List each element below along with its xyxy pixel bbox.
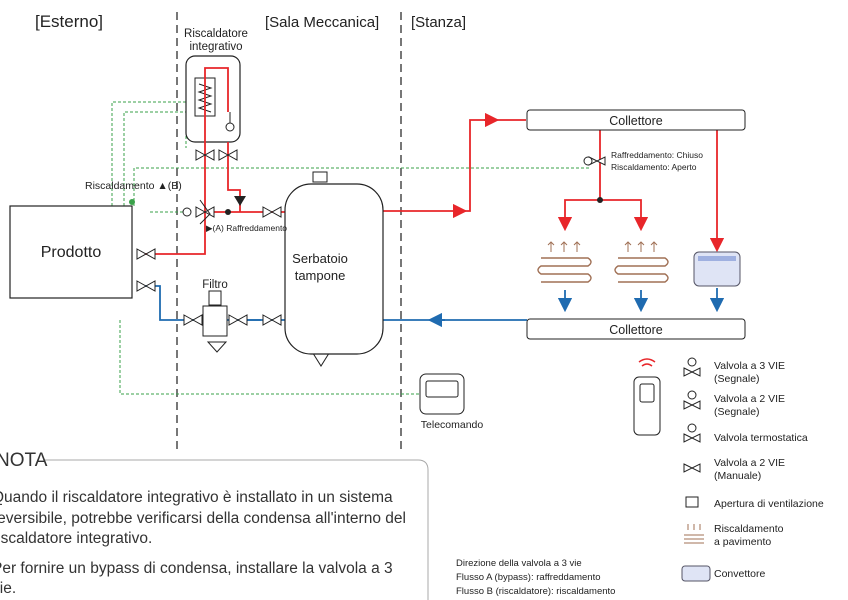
- note-paragraph-1: Quando il riscaldatore integrativo è ins…: [0, 489, 406, 547]
- heating-b-label: Riscaldamento ▲(B): [85, 180, 182, 192]
- legend-valve3-2: (Segnale): [714, 373, 760, 385]
- legend-vent: Apertura di ventilazione: [714, 498, 824, 510]
- legend-floor-1: Riscaldamento: [714, 523, 784, 535]
- valve-2way-manual-icon: [262, 206, 282, 218]
- zone-outdoor: [Esterno]: [35, 12, 103, 31]
- cooling-a-label: ▶(A) Raffreddamento: [206, 223, 287, 233]
- legend-convector-icon: [681, 565, 711, 582]
- product-unit: [9, 205, 133, 299]
- valve-2way-manual-icon: [136, 248, 156, 260]
- note-paragraph-2: Per fornire un bypass di condensa, insta…: [0, 559, 393, 598]
- signal-node: [129, 199, 135, 205]
- direction-flow-a: Flusso A (bypass): raffreddamento: [456, 572, 601, 583]
- return-pipes: [142, 285, 725, 328]
- aux-heater-label-1: Riscaldatore: [184, 28, 248, 40]
- manifold-bottom: [526, 318, 746, 340]
- signal-lines: [111, 101, 590, 395]
- note-frame: [44, 459, 429, 600]
- filter-label: Filtro: [202, 279, 228, 291]
- valve-2way-manual-icon: [228, 314, 248, 326]
- aux-heater-label-2: integrativo: [189, 41, 242, 53]
- note-body: Quando il riscaldatore integrativo è ins…: [0, 488, 412, 600]
- remote-label: Telecomando: [421, 419, 484, 431]
- wireless-icon: [638, 358, 656, 367]
- direction-flow-b: Flusso B (riscaldatore): riscaldamento: [456, 586, 615, 597]
- check-valve-icon: [234, 196, 246, 206]
- buffer-tank: [284, 183, 384, 355]
- legend-floor-2: a pavimento: [714, 536, 771, 548]
- legend-icons: [683, 357, 701, 508]
- manifold-top: [526, 109, 746, 131]
- tank-label-2: tampone: [295, 268, 346, 283]
- manifold-bottom-label: Collettore: [609, 323, 663, 337]
- legend-valve2m-2: (Manuale): [714, 470, 761, 482]
- thermometer-icon: [225, 122, 235, 132]
- filter-body: [202, 305, 228, 337]
- valve-2way-manual-icon: [218, 149, 238, 161]
- legend-convector: Convettore: [714, 568, 766, 580]
- vent-icon: [312, 171, 328, 183]
- direction-title: Direzione della valvola a 3 vie: [456, 558, 582, 569]
- legend-valve2m-1: Valvola a 2 VIE: [714, 457, 785, 469]
- zone-room: [Stanza]: [411, 14, 466, 31]
- note-title: NOTA: [0, 450, 48, 471]
- zone-machine-room: [Sala Meccanica]: [265, 14, 379, 31]
- legend-valve2s-2: (Segnale): [714, 406, 760, 418]
- valve-2way-manual-icon: [183, 314, 203, 326]
- supply-pipes: [142, 67, 725, 255]
- heat-arrows: [547, 241, 658, 252]
- valve-2way-manual-icon: [262, 314, 282, 326]
- floor-heating-icon: [537, 257, 669, 283]
- legend-thermo: Valvola termostatica: [714, 432, 808, 444]
- manifold-top-label: Collettore: [609, 114, 663, 128]
- valve-2way-manual-icon: [136, 280, 156, 292]
- valve-heating-state: Riscaldamento: Aperto: [611, 162, 697, 172]
- product-label: Prodotto: [41, 244, 102, 261]
- legend-valve2s-1: Valvola a 2 VIE: [714, 393, 785, 405]
- valve-cooling-state: Raffreddamento: Chiuso: [611, 150, 703, 160]
- legend-valve3-1: Valvola a 3 VIE: [714, 360, 785, 372]
- tank-label-1: Serbatoio: [292, 251, 348, 266]
- valve-2way-manual-icon: [195, 149, 215, 161]
